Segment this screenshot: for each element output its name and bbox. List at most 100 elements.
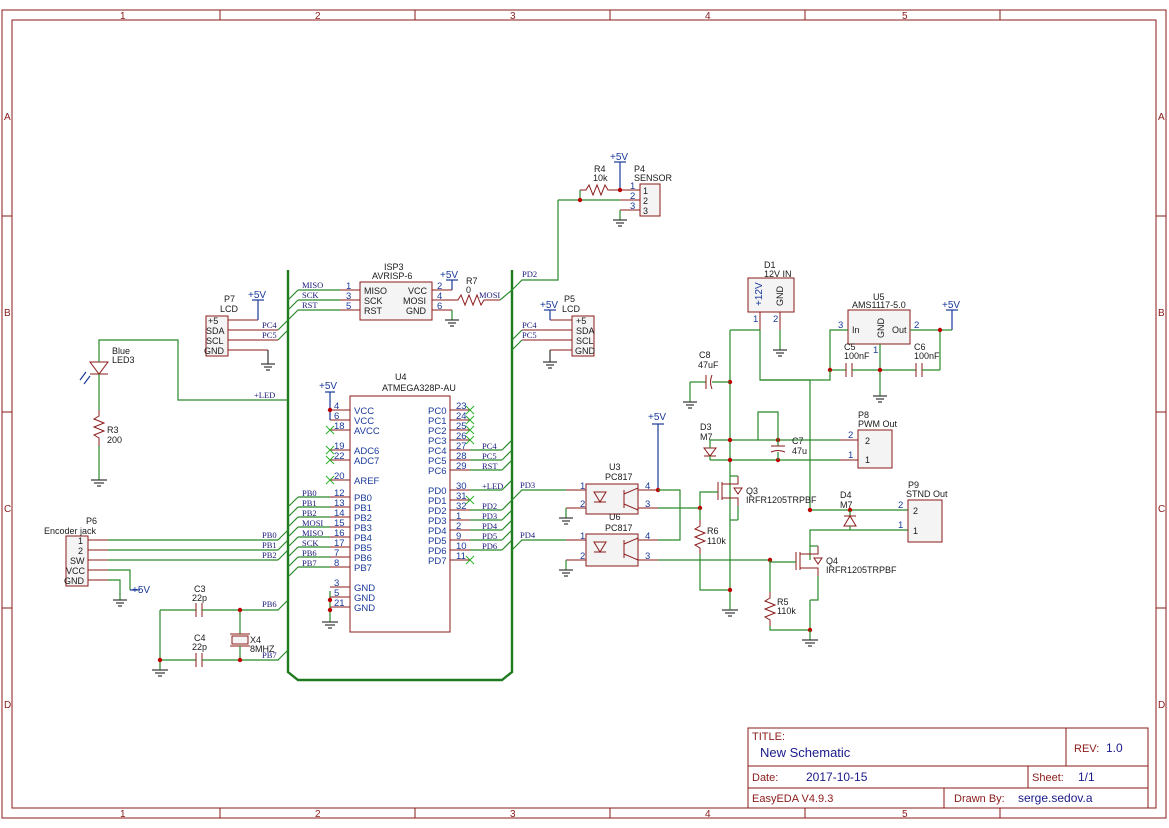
pin-number: 1 [753, 314, 758, 325]
pin-number: 1 [873, 345, 878, 356]
pin-number: 2 [898, 500, 903, 511]
tool-version: EasyEDA V4.9.3 [752, 793, 833, 805]
pin-name: AREF [354, 476, 380, 487]
net-label: PB1 [302, 498, 317, 508]
column-label: 3 [510, 809, 516, 820]
pin-number: 13 [334, 498, 345, 509]
row-label: A [1158, 112, 1165, 123]
column-label: 1 [120, 809, 126, 820]
pin-number: 2 [914, 320, 919, 331]
net-label: PD6 [482, 541, 497, 551]
power-label: +5V [248, 290, 266, 301]
pin-name: PB1 [354, 503, 372, 514]
power-input-d1: D1 12V IN +12V GND 1 2 [727, 260, 811, 600]
date-value: 2017-10-15 [806, 770, 868, 784]
net-label: PD2 [482, 501, 497, 511]
isp3-ref: ISP3 [384, 262, 404, 272]
lcd-connector-p7: P7 LCD +5 SDA SCL GND +5V PC4 PC5 [204, 290, 289, 371]
pin-number: 18 [334, 421, 345, 432]
pin-number: 21 [334, 598, 345, 609]
pin-name: MOSI [403, 296, 426, 306]
pin-number: 4 [437, 291, 442, 302]
mosfet-q3: Q3 IRFR1205TRPBF [658, 475, 817, 520]
pin-number: 30 [456, 481, 467, 492]
net-label: PC4 [262, 320, 277, 330]
c7-value: 47u [792, 446, 807, 456]
pin-name: PB6 [354, 553, 372, 564]
u3-name: PC817 [605, 472, 633, 482]
pin-name: PC4 [428, 446, 446, 457]
pin-number: 3 [334, 578, 339, 589]
drawn-by-value: serge.sedov.a [1018, 791, 1093, 805]
power-label: +5V [942, 300, 960, 311]
pin-number: 1 [456, 511, 461, 522]
resistor-r5: R5 110k [763, 560, 818, 647]
net-label: PD3 [520, 480, 535, 490]
pin-name: PC2 [428, 426, 446, 437]
u5-name: AMS1117-5.0 [852, 300, 906, 310]
pin-name: 1 [865, 455, 870, 465]
r6-value: 110k [707, 536, 726, 546]
r6-ref: R6 [707, 526, 719, 536]
pin-name: PD1 [428, 496, 446, 507]
pin-name: SW [70, 556, 85, 566]
pin-number: 3 [645, 551, 650, 562]
power-label: +5V [540, 300, 558, 311]
pin-number: 3 [838, 320, 843, 331]
d3-ref: D3 [700, 422, 712, 432]
pin-number: 2 [580, 551, 585, 562]
no-connect-mark [465, 555, 475, 565]
row-label: C [1158, 504, 1165, 515]
pin-number: 3 [630, 201, 635, 212]
pin-number: 7 [334, 548, 339, 559]
pin-number: 15 [334, 518, 345, 529]
power-label: +5V [132, 585, 150, 596]
r4-value: 10k [593, 173, 608, 183]
pin-name: SDA [576, 326, 595, 336]
c8-value: 47uF [698, 360, 719, 370]
no-connect-mark [325, 475, 335, 485]
pin-name: SDA [206, 326, 225, 336]
pin-number: 5 [334, 588, 339, 599]
pin-number: 10 [456, 541, 467, 552]
net-label: +LED [482, 481, 503, 491]
u4-gnd-symbol [322, 591, 338, 629]
pin-name: VCC [354, 406, 374, 417]
pin-name: PD2 [428, 506, 446, 517]
pin-number: 31 [456, 491, 467, 502]
resistor-r6: R6 110k [693, 508, 738, 617]
resistor-r7: R7 0 MOSI [452, 276, 513, 307]
pin-number: 1 [580, 481, 585, 492]
no-connect-mark [465, 425, 475, 435]
pin-number: 1 [848, 450, 853, 461]
p6-name: Encoder jack [44, 526, 97, 536]
c4-ref: C4 [194, 633, 206, 643]
q3-ref: Q3 [746, 486, 758, 496]
pin-number: 29 [456, 461, 467, 472]
pin-number: 20 [334, 471, 345, 482]
row-label: D [1158, 700, 1165, 711]
d3-value: M7 [700, 432, 713, 442]
pin-number: 2 [848, 430, 853, 441]
c5-value: 100nF [844, 351, 870, 361]
net-label: PB2 [302, 508, 317, 518]
r3-ref: R3 [107, 425, 119, 435]
net-label: RST [482, 461, 498, 471]
c6-ref: C6 [914, 342, 926, 352]
pin-name: PB4 [354, 533, 372, 544]
pin-number: 4 [645, 531, 650, 542]
net-label: MOSI [479, 290, 500, 300]
pin-name: 1 [78, 536, 83, 546]
p4-name: SENSOR [634, 173, 673, 183]
power-label: +5V [440, 270, 458, 281]
pin-number: 22 [334, 451, 345, 462]
net-label: PB2 [262, 550, 277, 560]
led3-name: Blue [112, 346, 130, 356]
net-label: PB1 [262, 540, 277, 550]
p8-name: PWM Out [858, 419, 898, 429]
c4-value: 22p [192, 642, 207, 652]
isp3-header: ISP3 AVRISP-6 1 3 5 MISO SCK RST 2 4 6 V… [287, 262, 459, 327]
p7-ref: P7 [224, 294, 235, 304]
pin-name: SCL [206, 336, 224, 346]
